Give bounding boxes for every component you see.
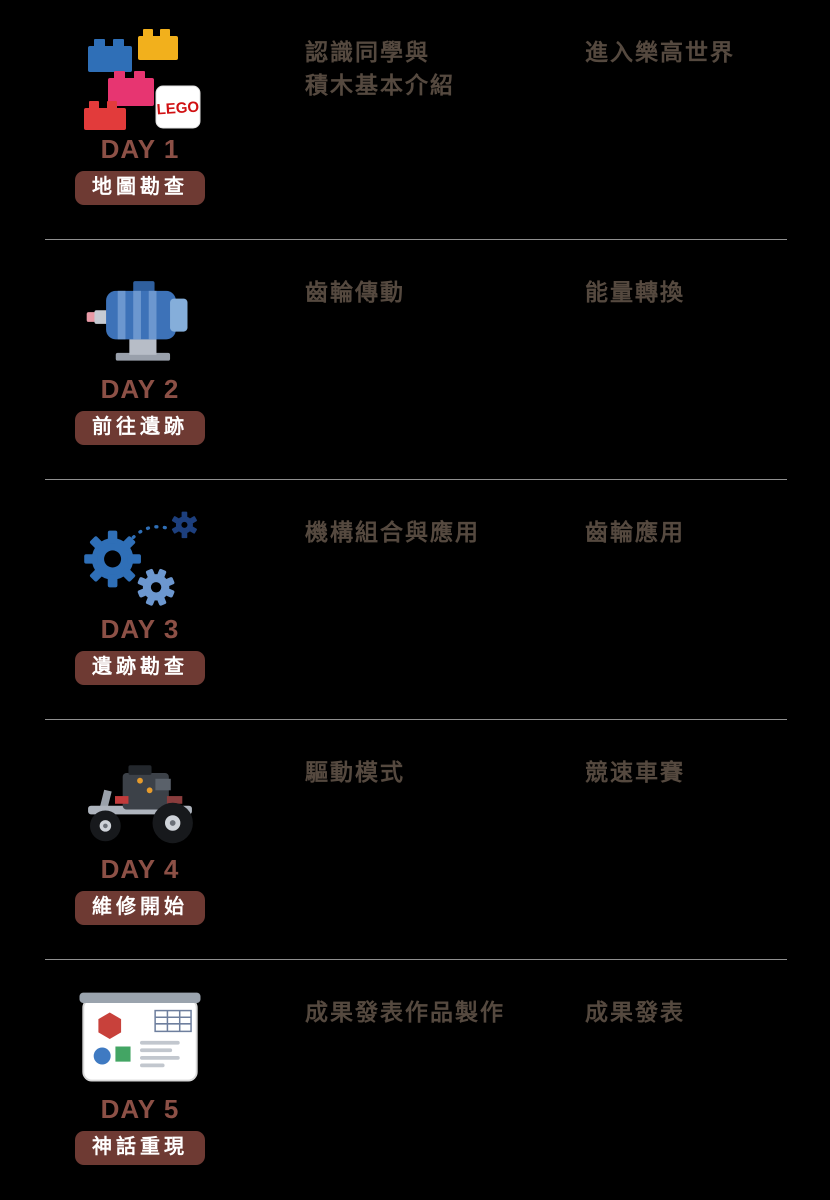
day-5-left-column: DAY 5 神話重現	[45, 986, 235, 1200]
highlight-text: 齒輪應用	[585, 519, 685, 545]
topic-text: 認識同學與 積木基本介紹	[305, 36, 585, 103]
day-label: DAY 5	[100, 1094, 180, 1124]
day-row-1: LEGO DAY 1 地圖勘查 認識同學與 積木基本介紹 進入樂高世界	[45, 0, 787, 240]
motor-icon	[70, 266, 210, 370]
svg-text:LEGO: LEGO	[156, 99, 200, 119]
highlight-text: 競速車賽	[585, 759, 685, 785]
topic-text: 機構組合與應用	[305, 516, 585, 549]
gears-graphic	[84, 511, 197, 606]
day-badge: 神話重現	[75, 1131, 205, 1165]
highlight-text: 成果發表	[585, 999, 685, 1025]
day-2-highlight-column: 能量轉換	[585, 266, 685, 479]
topic-line: 積木基本介紹	[305, 72, 455, 99]
day-4-left-column: DAY 4 維修開始	[45, 746, 235, 959]
topic-line: 成果發表作品製作	[305, 999, 505, 1025]
lego-bricks-icon: LEGO	[70, 26, 210, 130]
presentation-board-graphic	[79, 992, 201, 1082]
topic-line: 齒輪傳動	[305, 279, 405, 305]
day-badge: 地圖勘查	[75, 171, 205, 205]
day-label: DAY 3	[100, 614, 180, 644]
highlight-text: 進入樂高世界	[585, 39, 735, 65]
topic-text: 驅動模式	[305, 756, 585, 789]
day-1-left-column: LEGO DAY 1 地圖勘查	[45, 26, 235, 239]
topic-text: 齒輪傳動	[305, 276, 585, 309]
topic-line: 認識同學與	[305, 39, 430, 65]
topic-line: 驅動模式	[305, 759, 405, 785]
presentation-board-icon	[70, 986, 210, 1090]
topic-line: 機構組合與應用	[305, 519, 480, 545]
lego-vehicle-icon	[70, 746, 210, 850]
motor-graphic	[86, 281, 188, 361]
day-badge: 維修開始	[75, 891, 205, 925]
day-3-highlight-column: 齒輪應用	[585, 506, 685, 719]
highlight-text: 能量轉換	[585, 279, 685, 305]
day-2-left-column: DAY 2 前往遺跡	[45, 266, 235, 479]
day-2-topic-column: 齒輪傳動	[305, 266, 585, 479]
day-3-left-column: DAY 3 遺跡勘查	[45, 506, 235, 719]
day-5-highlight-column: 成果發表	[585, 986, 685, 1200]
day-row-3: DAY 3 遺跡勘查 機構組合與應用 齒輪應用	[45, 480, 787, 720]
lego-vehicle-graphic	[88, 765, 193, 844]
day-badge: 前往遺跡	[75, 411, 205, 445]
lego-bricks-graphic: LEGO	[84, 29, 201, 130]
topic-text: 成果發表作品製作	[305, 996, 585, 1029]
day-row-5: DAY 5 神話重現 成果發表作品製作 成果發表	[45, 960, 787, 1200]
day-3-topic-column: 機構組合與應用	[305, 506, 585, 719]
day-1-highlight-column: 進入樂高世界	[585, 26, 735, 239]
day-label: DAY 2	[100, 374, 180, 404]
day-4-topic-column: 驅動模式	[305, 746, 585, 959]
day-row-2: DAY 2 前往遺跡 齒輪傳動 能量轉換	[45, 240, 787, 480]
day-badge: 遺跡勘查	[75, 651, 205, 685]
day-5-topic-column: 成果發表作品製作	[305, 986, 585, 1200]
day-1-topic-column: 認識同學與 積木基本介紹	[305, 26, 585, 239]
day-label: DAY 1	[100, 134, 180, 164]
gears-icon	[70, 506, 210, 610]
day-label: DAY 4	[100, 854, 180, 884]
day-4-highlight-column: 競速車賽	[585, 746, 685, 959]
day-row-4: DAY 4 維修開始 驅動模式 競速車賽	[45, 720, 787, 960]
